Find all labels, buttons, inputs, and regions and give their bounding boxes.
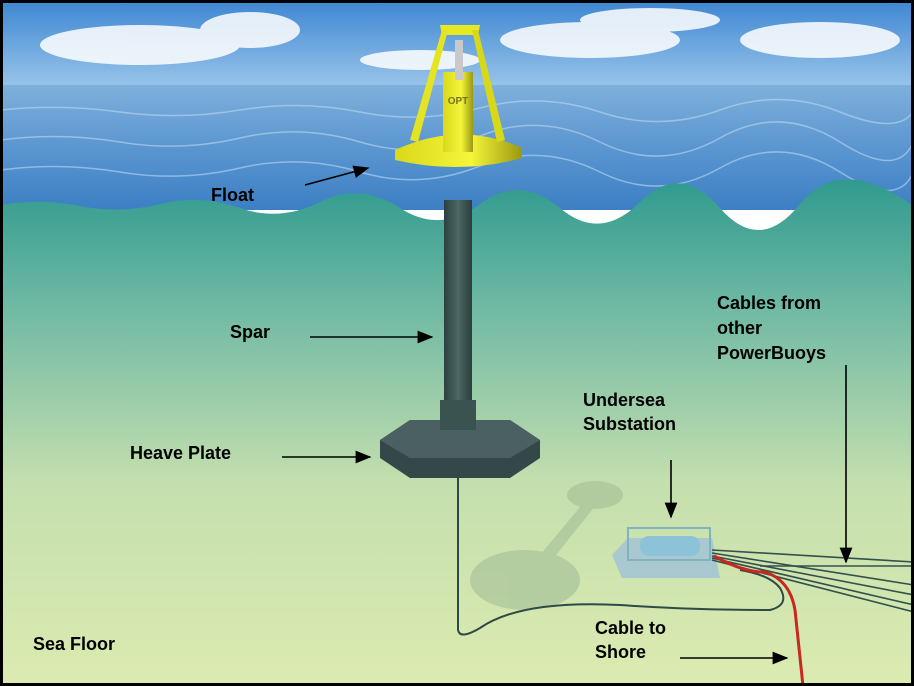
arrows — [282, 165, 853, 665]
shadow — [470, 481, 623, 610]
buoy-logo: OPT — [448, 96, 469, 107]
clouds — [40, 8, 900, 70]
shore-cable — [713, 554, 805, 686]
undersea-substation — [612, 527, 720, 578]
heave-plate — [380, 400, 540, 478]
buoy-cable — [457, 478, 785, 636]
label-shore-line1: Cable to — [595, 618, 666, 638]
label-cables-line2: other — [717, 318, 762, 338]
label-substation-line2: Substation — [583, 414, 676, 434]
label-heave-plate: Heave Plate — [130, 443, 231, 463]
label-cables-line3: PowerBuoys — [717, 343, 826, 363]
label-substation-line1: Undersea — [583, 390, 666, 410]
label-sea-floor: Sea Floor — [33, 634, 115, 654]
label-float: Float — [211, 185, 254, 205]
cables-from-powerbuoys — [711, 549, 914, 613]
label-cables-line1: Cables from — [717, 293, 821, 313]
label-spar: Spar — [230, 322, 270, 342]
float-buoy: OPT — [395, 25, 522, 168]
label-shore-line2: Shore — [595, 642, 646, 662]
spar — [444, 200, 472, 425]
